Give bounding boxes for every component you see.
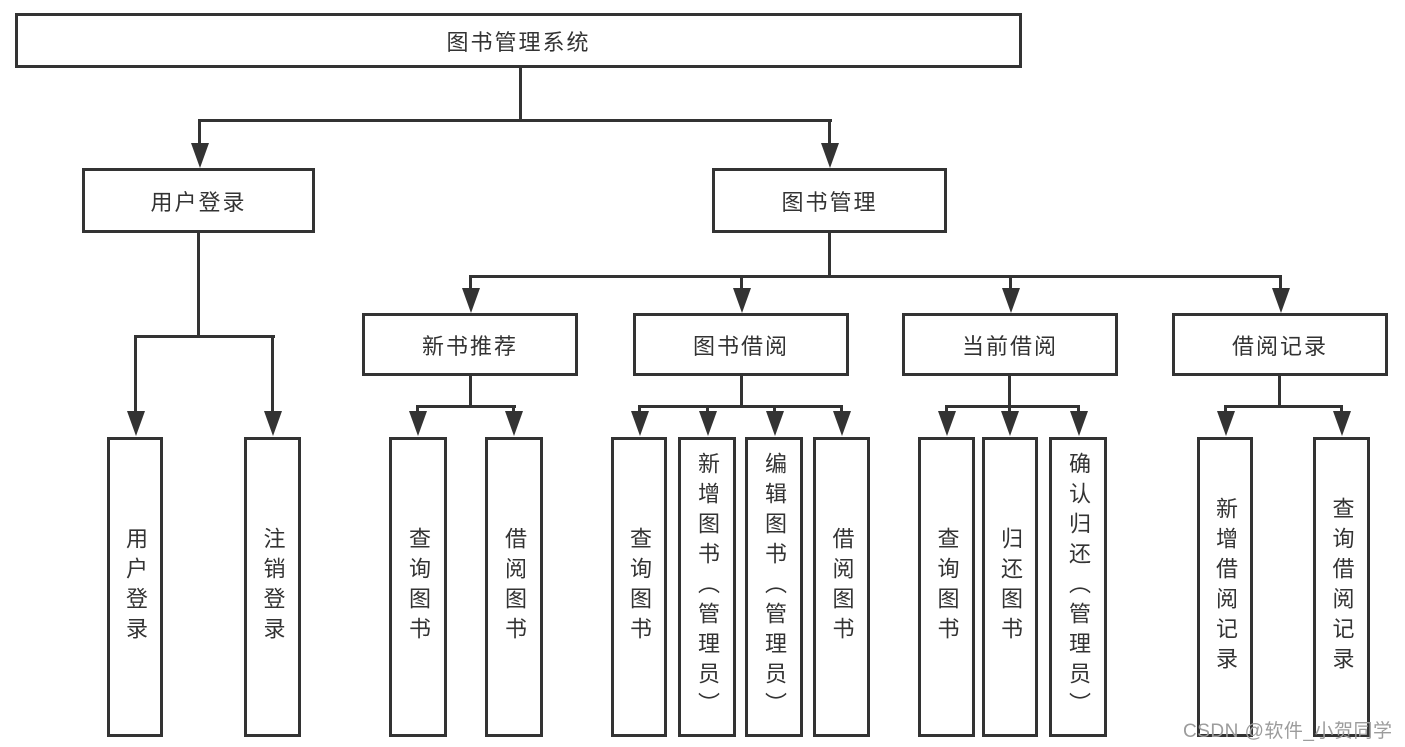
connector-newbookrec-stem — [469, 374, 472, 408]
arrow-down-icon — [1070, 411, 1088, 436]
arrow-down-icon — [938, 411, 956, 436]
arrow-down-icon — [833, 411, 851, 436]
connector-tail — [416, 405, 419, 415]
connector-newbookrec-bar — [416, 405, 516, 408]
node-borrow-record-label: 借阅记录 — [1231, 333, 1328, 359]
arrow-down-icon — [127, 411, 145, 436]
arrow-down-icon — [1217, 411, 1235, 436]
connector-tail — [1279, 275, 1282, 291]
node-book-mgmt-label: 图书管理 — [781, 189, 878, 215]
leaf-br-query-record: 查询借阅记录 — [1313, 437, 1370, 737]
connector-tail — [706, 405, 709, 415]
connector-borrowrecord-stem — [1278, 374, 1281, 408]
connector-borrowrecord-bar — [1224, 405, 1343, 408]
node-current-borrow: 当前借阅 — [902, 313, 1118, 376]
connector-currentborrow-stem — [1008, 374, 1011, 408]
leaf-cb-confirm-return: 确认归还（管理员） — [1049, 437, 1107, 737]
leaf-br-add-record: 新增借阅记录 — [1197, 437, 1253, 737]
connector-tail — [134, 335, 137, 415]
connector-root-bar — [198, 119, 832, 122]
leaf-rec-borrow-books: 借阅图书 — [485, 437, 543, 737]
connector-tail — [1077, 405, 1080, 415]
watermark: CSDN @软件_小贺同学 — [1183, 721, 1393, 742]
node-borrow-record: 借阅记录 — [1172, 313, 1388, 376]
node-root: 图书管理系统 — [15, 13, 1022, 68]
arrow-down-icon — [1002, 288, 1020, 313]
leaf-rec-query-books: 查询图书 — [389, 437, 447, 737]
connector-tail — [1224, 405, 1227, 415]
leaf-bb-query-books-label: 查询图书 — [627, 527, 652, 647]
leaf-cb-return-books-label: 归还图书 — [998, 527, 1023, 647]
connector-tail — [740, 275, 743, 291]
leaf-user-login: 用户登录 — [107, 437, 163, 737]
connector-bookmgmt-stem — [828, 231, 831, 278]
leaf-br-query-record-label: 查询借阅记录 — [1329, 497, 1355, 677]
node-new-book-rec-label: 新书推荐 — [421, 333, 518, 359]
leaf-rec-query-books-label: 查询图书 — [406, 527, 431, 647]
arrow-down-icon — [1001, 411, 1019, 436]
arrow-down-icon — [191, 143, 209, 168]
leaf-user-login-label: 用户登录 — [123, 527, 148, 647]
node-book-mgmt: 图书管理 — [712, 168, 947, 233]
arrow-down-icon — [821, 143, 839, 168]
leaf-br-add-record-label: 新增借阅记录 — [1213, 497, 1238, 677]
leaf-logout-label: 注销登录 — [260, 527, 286, 647]
connector-tail — [1008, 405, 1011, 415]
connector-currentborrow-bar — [945, 405, 1080, 408]
leaf-logout: 注销登录 — [244, 437, 301, 737]
connector-tail — [773, 405, 776, 415]
connector-tail — [271, 335, 274, 415]
connector-tail — [840, 405, 843, 415]
connector-bookborrow-stem — [740, 374, 743, 408]
arrow-down-icon — [766, 411, 784, 436]
connector-bookmgmt-bar — [469, 275, 1282, 278]
leaf-bb-edit-books: 编辑图书（管理员） — [745, 437, 803, 737]
arrow-down-icon — [264, 411, 282, 436]
leaf-cb-return-books: 归还图书 — [982, 437, 1038, 737]
node-user-login-label: 用户登录 — [150, 189, 247, 215]
connector-tail — [1009, 275, 1012, 291]
leaf-bb-borrow-books: 借阅图书 — [813, 437, 870, 737]
arrow-down-icon — [505, 411, 523, 436]
leaf-rec-borrow-books-label: 借阅图书 — [502, 527, 527, 647]
connector-root-stem — [519, 66, 522, 119]
arrow-down-icon — [1272, 288, 1290, 313]
leaf-bb-add-books: 新增图书（管理员） — [678, 437, 736, 737]
arrow-down-icon — [1333, 411, 1351, 436]
leaf-bb-edit-books-label: 编辑图书（管理员） — [762, 452, 787, 722]
node-book-borrow-label: 图书借阅 — [692, 333, 789, 359]
leaf-cb-confirm-return-label: 确认归还（管理员） — [1066, 452, 1091, 722]
arrow-down-icon — [409, 411, 427, 436]
leaf-cb-query-books: 查询图书 — [918, 437, 975, 737]
connector-tail — [1340, 405, 1343, 415]
arrow-down-icon — [462, 288, 480, 313]
arrow-down-icon — [733, 288, 751, 313]
connector-tail — [945, 405, 948, 415]
connector-userlogin-tail — [198, 119, 201, 147]
leaf-bb-add-books-label: 新增图书（管理员） — [695, 452, 720, 722]
connector-tail — [512, 405, 515, 415]
node-new-book-rec: 新书推荐 — [362, 313, 578, 376]
connector-bookborrow-bar — [638, 405, 843, 408]
connector-bookmgmt-tail — [828, 119, 831, 147]
node-root-label: 图书管理系统 — [446, 29, 591, 55]
leaf-bb-query-books: 查询图书 — [611, 437, 667, 737]
arrow-down-icon — [699, 411, 717, 436]
leaf-bb-borrow-books-label: 借阅图书 — [829, 527, 855, 647]
connector-userlogin-bar — [134, 335, 275, 338]
connector-tail — [469, 275, 472, 291]
connector-userlogin-stem — [197, 231, 200, 337]
arrow-down-icon — [631, 411, 649, 436]
leaf-cb-query-books-label: 查询图书 — [934, 527, 960, 647]
connector-tail — [638, 405, 641, 415]
node-user-login: 用户登录 — [82, 168, 315, 233]
node-current-borrow-label: 当前借阅 — [961, 333, 1058, 359]
node-book-borrow: 图书借阅 — [633, 313, 849, 376]
